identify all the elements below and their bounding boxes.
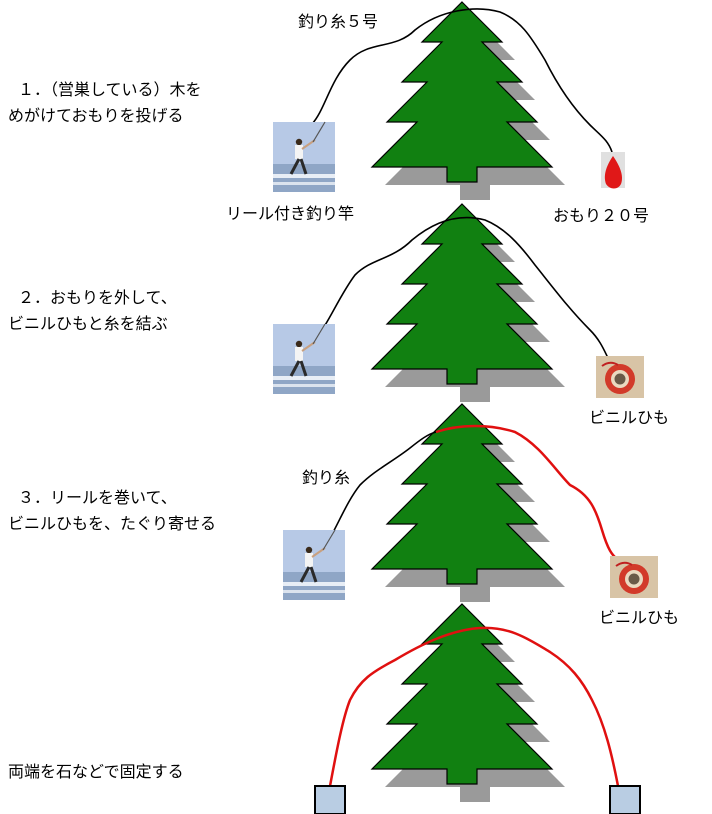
step1-rod-label: リール付き釣り竿 — [226, 204, 355, 223]
step4-tree — [371, 603, 565, 802]
step1-instruction-line2: めがけておもりを投げる — [8, 106, 184, 125]
step1-fishing-line — [311, 8, 613, 153]
step2-tree — [371, 203, 565, 402]
step2-fishing-line — [317, 216, 609, 359]
step1-weight-label: おもり２０号 — [553, 206, 650, 225]
step3-vinyl-string-photo — [609, 555, 659, 599]
step3-rod-photo — [281, 528, 347, 602]
step1-rod-photo — [271, 120, 337, 194]
step1-instruction-line1: １．（営巣している）木を — [18, 80, 202, 99]
step1-weight-icon — [601, 152, 625, 189]
step2-rod-photo — [271, 322, 337, 396]
step2-instruction-line2: ビニルひもと糸を結ぶ — [8, 314, 168, 333]
right-stone — [609, 785, 641, 814]
step3-fishing-line-label: 釣り糸 — [302, 468, 351, 487]
step3-fishing-line — [329, 431, 437, 539]
step2-vinyl-string-photo — [595, 355, 645, 399]
step3-instruction-line1: ３．リールを巻いて、 — [18, 488, 177, 507]
step4-vinyl-string — [328, 626, 620, 787]
step3-instruction-line2: ビニルひもを、たぐり寄せる — [8, 514, 217, 533]
left-stone — [314, 785, 346, 814]
step2-vinyl-string-label: ビニルひも — [589, 408, 670, 427]
step2-instruction-line1: ２．おもりを外して、 — [18, 288, 177, 307]
step1-tree — [371, 1, 565, 200]
step1-fishing-line-label: 釣り糸５号 — [298, 12, 379, 31]
step3-tree — [371, 403, 565, 602]
step3-vinyl-string-label: ビニルひも — [599, 608, 680, 627]
step4-instruction: 両端を石などで固定する — [8, 762, 184, 781]
step3-vinyl-string — [435, 424, 619, 561]
